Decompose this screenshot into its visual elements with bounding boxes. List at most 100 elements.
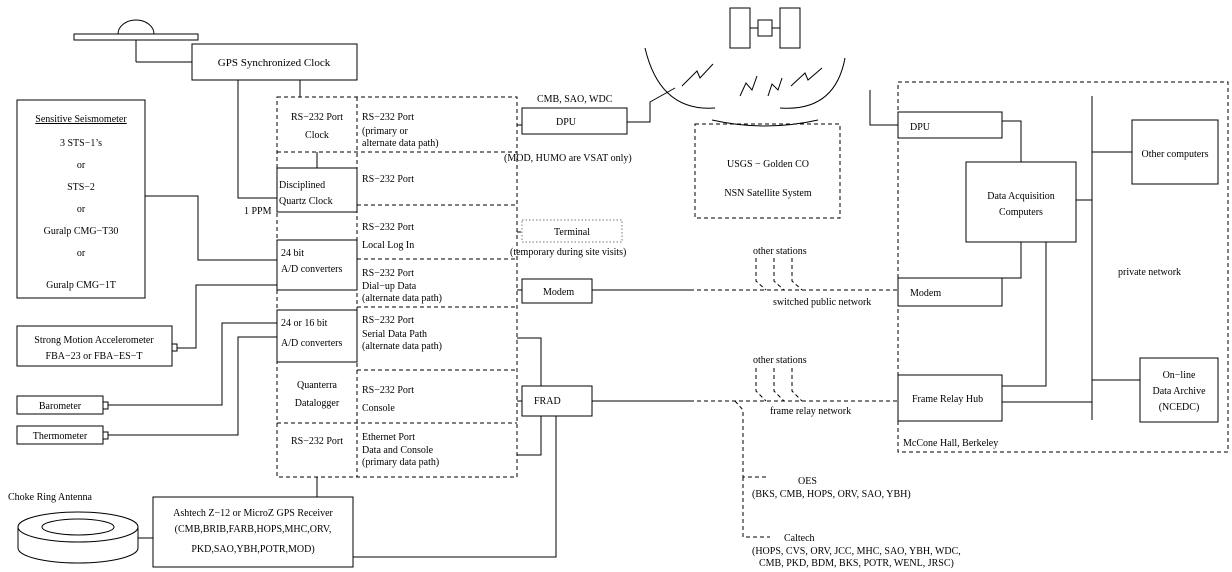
archive-box [1139,357,1219,423]
radio-link-icons [681,63,823,97]
modem-left-label: Modem [543,287,574,298]
barometer-to-ad-line [108,322,277,406]
ad-24bit-label-1: 24 bit [281,248,304,259]
caltech-branch-line [742,477,770,538]
strong-motion-connector [171,343,178,352]
gps-antenna-icon [73,19,199,41]
data-acquisition-box [965,161,1077,243]
dpu-right-box [897,111,1003,139]
modem-right-label: Modem [910,288,941,299]
dpu-to-dish-line [627,87,676,123]
terminal-note-label: (temporary during site visits) [510,247,626,258]
vsat-note-label: (MOD, HUMO are VSAT only) [504,153,632,164]
other-computers-label: Other computers [1142,149,1209,160]
quartz-clock-box [276,167,358,213]
choke-ring-antenna-icon [17,511,139,564]
caltech-list-label-2: CMB, PKD, BDM, BKS, POTR, WENL, JRSC) [759,558,954,569]
data-acquisition-label-1: Data Acquisition [987,191,1055,202]
port-clock-label-2: Clock [305,130,329,141]
hub-to-computers-line [1002,242,1047,387]
other-stations-label-2: other stations [753,355,807,366]
serial-to-frad-line [517,337,542,386]
sts2-label: STS−2 [67,182,95,193]
frame-relay-network-label: frame relay network [770,406,851,417]
terminal-label: Terminal [554,227,590,238]
sensitive-seismometer-box [16,99,146,299]
quanterra-label-1: Quanterra [297,380,338,391]
modem-left-box [521,278,593,304]
port3-label-1: RS−232 Port [362,222,414,233]
modem-right-box [897,277,1003,307]
port4-label-2: Dial−up Data [362,281,417,292]
port2-label-1: RS−232 Port [362,174,414,185]
switched-other-stations-lines [755,258,803,291]
port7-label-1: Ethernet Port [362,432,415,443]
satellite-icon [729,7,801,49]
port5-label-3: (alternate data path) [362,341,442,352]
frad-label: FRAD [534,396,561,407]
gps-clock-box [191,43,358,81]
barometer-label: Barometer [39,401,82,412]
port5-label-2: Serial Data Path [362,329,427,340]
frame-relay-other-stations-lines [755,368,803,402]
mccone-hall-box [897,81,1229,453]
stations-top-label: CMB, SAO, WDC [537,94,613,105]
gps-receiver-box [152,496,354,568]
port-clock-label-1: RS−232 Port [291,112,343,123]
strong-motion-label-1: Strong Motion Accelerometer [34,335,154,346]
port6-label-2: Console [362,403,395,414]
barometer-connector [102,401,109,410]
quartz-clock-label-2: Quartz Clock [279,196,333,207]
rs232-left-label: RS−232 Port [291,436,343,447]
or-label-3: or [77,248,86,259]
or-label-1: or [77,160,86,171]
gps-receiver-label-1: Ashtech Z−12 or MicroZ GPS Receiver [173,508,333,519]
gps-receiver-label-3: PKD,SAO,YBH,POTR,MOD) [191,544,314,555]
quanterra-label-2: Datalogger [295,398,340,409]
mccone-label: McCone Hall, Berkeley [903,438,998,449]
oes-branch-line [734,400,768,478]
frame-relay-hub-label: Frame Relay Hub [912,394,983,405]
port6-label-1: RS−232 Port [362,385,414,396]
ethernet-to-frad-line [517,416,542,456]
switched-network-label: switched public network [773,297,871,308]
private-network-label: private network [1118,267,1181,278]
port5-label-1: RS−232 Port [362,315,414,326]
data-acquisition-label-2: Computers [999,207,1043,218]
port7-label-2: Data and Console [362,445,434,456]
archive-label-2: Data Archive [1152,386,1206,397]
usgs-box [694,123,841,219]
seismometer-to-ad-line [145,195,277,261]
oes-label: OES [798,476,817,487]
guralp-t30-label: Guralp CMG−T30 [44,226,119,237]
port4-label-3: (alternate data path) [362,293,442,304]
other-computers-box [1131,119,1219,185]
thermometer-connector [102,431,109,440]
dpu-left-label: DPU [556,117,577,128]
port4-label-1: RS−232 Port [362,268,414,279]
gps-clock-label: GPS Synchronized Clock [218,57,331,69]
port7-label-3: (primary data path) [362,457,439,468]
terminal-box [521,219,623,243]
quartz-clock-label-1: Disciplined [279,180,325,191]
archive-label-3: (NCEDC) [1159,402,1200,413]
dish-to-dpu-line [869,90,898,126]
left-dish-icon [644,47,716,109]
port3-label-2: Local Log In [362,240,414,251]
sts1-label: 3 STS−1’s [60,138,102,149]
guralp-1t-label: Guralp CMG−1T [46,280,116,291]
modem-to-computers-line [1002,242,1022,279]
port1-label-1: RS−232 Port [362,112,414,123]
archive-label-1: On−line [1163,370,1196,381]
dpu-right-label: DPU [910,122,931,133]
frame-relay-hub-box [897,374,1003,422]
port1-label-2: (primary or [362,126,408,137]
ad-2416bit-label-2: A/D converters [281,338,342,349]
caltech-list-label-1: (HOPS, CVS, ORV, JCC, MHC, SAO, YBH, WDC… [752,546,961,557]
thermometer-to-ad-line [108,336,277,436]
choke-ring-label: Choke Ring Antenna [8,492,92,503]
strong-motion-box [16,325,173,367]
usgs-label-2: NSN Satellite System [724,188,811,199]
